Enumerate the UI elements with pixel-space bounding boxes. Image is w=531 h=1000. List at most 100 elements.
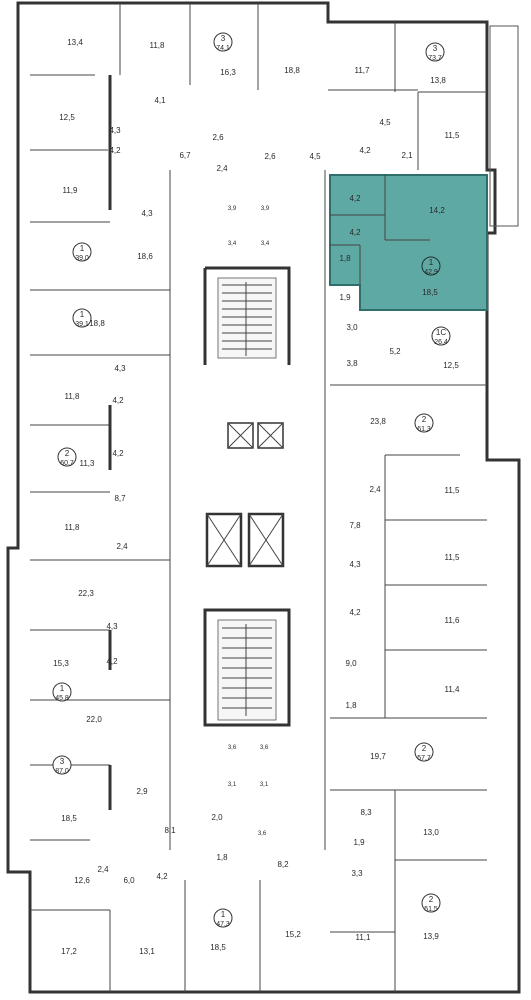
apartment-number: 3 <box>221 34 226 43</box>
room-area-label: 7,8 <box>349 521 361 530</box>
room-area-label: 3,0 <box>346 323 358 332</box>
room-area-label: 8,1 <box>164 826 176 835</box>
room-area-label: 4,5 <box>379 118 391 127</box>
room-area-label: 6,0 <box>123 876 135 885</box>
room-area-label: 1,8 <box>339 254 351 263</box>
room-area-label: 2,6 <box>264 152 276 161</box>
room-area-label: 9,0 <box>345 659 357 668</box>
apartment-marker <box>57 447 77 467</box>
room-area-label: 11,5 <box>445 486 461 495</box>
room-area-label: 8,3 <box>360 808 372 817</box>
room-area-label: 4,3 <box>114 364 126 373</box>
room-area-label: 4,3 <box>141 209 153 218</box>
room-area-label: 2,4 <box>216 164 228 173</box>
room-area-label: 18,5 <box>422 288 438 297</box>
room-area-label: 13,4 <box>67 38 83 47</box>
elevator-icon <box>227 422 284 449</box>
room-area-label: 2,9 <box>136 787 148 796</box>
room-area-label: 11,6 <box>445 616 461 625</box>
apartment-area: 57,7 <box>417 755 431 762</box>
room-area-label: 4,2 <box>112 396 124 405</box>
apartment-area: 47,3 <box>216 921 230 928</box>
room-area-label: 11,7 <box>355 66 371 75</box>
room-area-label: 11,1 <box>356 933 372 942</box>
room-area-label: 18,8 <box>284 66 300 75</box>
room-area-label: 4,3 <box>349 560 361 569</box>
room-area-label: 18,5 <box>61 814 77 823</box>
room-area-label: 1,8 <box>345 701 357 710</box>
room-area-label: 19,7 <box>370 752 386 761</box>
room-area-label: 11,8 <box>150 41 166 50</box>
room-area-label: 8,2 <box>277 860 289 869</box>
apartment-marker <box>72 242 92 262</box>
apartment-area: 61,3 <box>417 426 431 433</box>
apartment-area: 45,8 <box>55 695 69 702</box>
room-area-label: 13,9 <box>423 932 439 941</box>
apartment-number: 1 <box>80 310 85 319</box>
room-area-label: 4,2 <box>109 146 121 155</box>
room-area-label: 18,8 <box>89 319 105 328</box>
apartment-area: 74,1 <box>216 45 230 52</box>
apartment-marker <box>52 755 72 775</box>
apartment-area: 73,7 <box>428 55 442 62</box>
room-area-label: 1,9 <box>353 838 365 847</box>
room-area-label: 4,1 <box>154 96 166 105</box>
room-area-label: 2,0 <box>211 813 223 822</box>
apartment-marker <box>425 42 445 62</box>
room-area-label: 4,3 <box>109 126 121 135</box>
room-area-label: 4,2 <box>349 608 361 617</box>
highlighted-apartment-partitions <box>330 175 430 285</box>
room-area-label: 2,4 <box>369 485 381 494</box>
apartment-marker <box>213 908 233 928</box>
apartment-number: 2 <box>429 895 434 904</box>
room-area-label: 11,8 <box>65 523 81 532</box>
room-area-label: 16,3 <box>220 68 236 77</box>
room-area-label: 3,9 <box>228 206 237 212</box>
room-area-label: 4,3 <box>106 622 118 631</box>
room-area-label: 13,8 <box>430 76 446 85</box>
room-area-label: 4,5 <box>309 152 321 161</box>
room-area-label: 3,1 <box>260 782 269 788</box>
room-area-label: 4,2 <box>156 872 168 881</box>
room-area-label: 4,2 <box>349 228 361 237</box>
right-partitions <box>328 22 487 992</box>
apartment-marker <box>52 682 72 702</box>
room-area-label: 17,2 <box>61 947 77 956</box>
apartment-marker <box>414 742 434 762</box>
room-area-label: 6,7 <box>179 151 191 160</box>
apartment-marker <box>213 32 233 52</box>
room-area-label: 14,2 <box>429 206 445 215</box>
room-area-label: 3,6 <box>258 831 267 837</box>
room-area-label: 2,4 <box>97 865 109 874</box>
apartment-marker <box>431 326 451 346</box>
room-area-label: 22,0 <box>86 715 102 724</box>
stair-core-wall <box>203 266 291 727</box>
room-area-label: 12,5 <box>443 361 459 370</box>
room-area-label: 23,8 <box>370 417 386 426</box>
room-area-label: 11,5 <box>445 553 461 562</box>
room-area-label: 11,3 <box>80 459 96 468</box>
apartment-number: 2 <box>422 744 427 753</box>
apartment-marker <box>72 308 92 328</box>
apartment-marker <box>414 413 434 433</box>
room-area-label: 3,4 <box>261 241 270 247</box>
elevator-icon <box>205 512 285 568</box>
apartment-marker <box>421 893 441 913</box>
apartment-number: 2 <box>422 415 427 424</box>
room-area-label: 13,1 <box>139 947 155 956</box>
room-area-label: 5,2 <box>389 347 401 356</box>
room-area-label: 15,3 <box>53 659 69 668</box>
stair-icon <box>217 277 277 359</box>
room-area-label: 22,3 <box>78 589 94 598</box>
apartment-area: 87,0 <box>55 768 69 775</box>
highlighted-apartment[interactable] <box>329 174 488 311</box>
apartment-area: 39,1 <box>75 321 89 328</box>
apartment-number: 2 <box>65 449 70 458</box>
room-area-label: 18,5 <box>210 943 226 952</box>
room-area-label: 3,3 <box>351 869 363 878</box>
room-area-label: 4,2 <box>106 657 118 666</box>
apartment-number: 1 <box>60 684 65 693</box>
